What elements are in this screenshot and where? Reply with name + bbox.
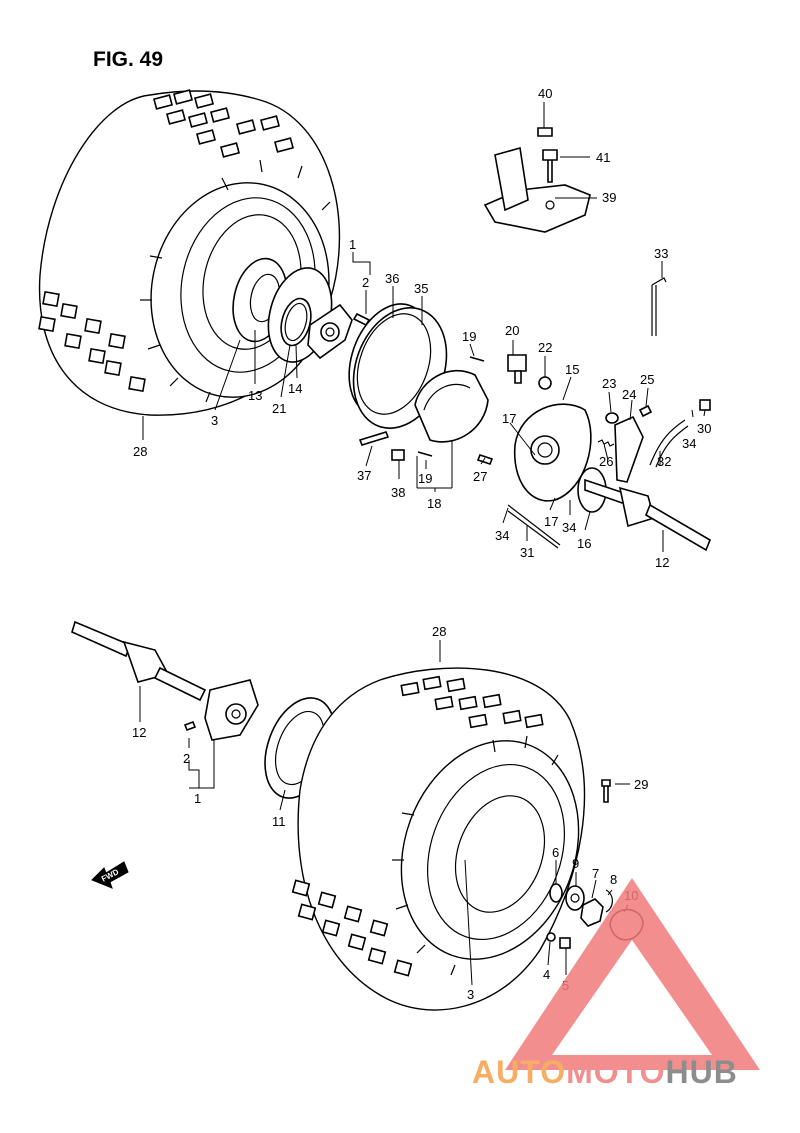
callout-30: 30 bbox=[697, 421, 711, 436]
callout-labels: 40 41 39 33 1 2 36 35 19 20 22 15 23 25 … bbox=[132, 86, 711, 1002]
bolt-27 bbox=[476, 454, 494, 465]
callout-28-top: 28 bbox=[133, 444, 147, 459]
spring-26 bbox=[597, 439, 615, 447]
callout-27: 27 bbox=[473, 469, 487, 484]
callout-37: 37 bbox=[357, 468, 371, 483]
callout-35: 35 bbox=[414, 281, 428, 296]
bolt-40 bbox=[537, 127, 553, 137]
brake-shoe-18 bbox=[414, 369, 489, 443]
bolt-2-bottom bbox=[183, 720, 197, 732]
tread-blocks-top bbox=[38, 89, 295, 393]
callout-1-top: 1 bbox=[349, 237, 356, 252]
cam-20 bbox=[507, 354, 527, 372]
callout-11: 11 bbox=[272, 814, 286, 829]
nut-7 bbox=[580, 898, 604, 927]
callout-22: 22 bbox=[538, 340, 552, 355]
callout-24: 24 bbox=[622, 387, 636, 402]
pin-19b bbox=[417, 451, 433, 457]
valve-29 bbox=[601, 779, 611, 803]
lever-24 bbox=[614, 415, 644, 483]
washer-6 bbox=[549, 883, 563, 903]
callout-7: 7 bbox=[592, 866, 599, 881]
washer-22 bbox=[538, 376, 552, 390]
callout-26: 26 bbox=[599, 454, 613, 469]
nut-38 bbox=[391, 449, 405, 461]
brake-parts-top bbox=[267, 127, 711, 552]
callout-34a: 34 bbox=[682, 436, 696, 451]
callout-21: 21 bbox=[272, 401, 286, 416]
bearing-9 bbox=[565, 885, 585, 911]
callout-33: 33 bbox=[654, 246, 668, 261]
callout-9: 9 bbox=[572, 856, 579, 871]
callout-15: 15 bbox=[565, 362, 579, 377]
callout-36: 36 bbox=[385, 271, 399, 286]
hub-flange-1 bbox=[307, 303, 353, 360]
bolt-37 bbox=[358, 431, 390, 446]
callout-38: 38 bbox=[391, 485, 405, 500]
callout-6: 6 bbox=[552, 845, 559, 860]
callout-2-bottom: 2 bbox=[183, 751, 190, 766]
watermark-hub: HUB bbox=[665, 1054, 737, 1090]
pin-8 bbox=[605, 889, 613, 913]
nut-5 bbox=[559, 937, 571, 949]
callout-39: 39 bbox=[602, 190, 616, 205]
bracket-39 bbox=[483, 146, 591, 233]
callout-12-top: 12 bbox=[655, 555, 669, 570]
svg-text:AUTOMOTOHUB: AUTOMOTOHUB bbox=[472, 1054, 738, 1090]
callout-1-bottom: 1 bbox=[194, 791, 201, 806]
callout-17b: 17 bbox=[544, 514, 558, 529]
callout-34b: 34 bbox=[562, 520, 576, 535]
watermark-logo: AUTOMOTOHUB bbox=[472, 878, 760, 1090]
bolt-41 bbox=[542, 149, 558, 183]
figure-title: FIG. 49 bbox=[93, 48, 163, 71]
callout-8: 8 bbox=[610, 872, 617, 887]
watermark-triangle-icon bbox=[505, 878, 760, 1070]
callout-4: 4 bbox=[543, 967, 550, 982]
callout-19b: 19 bbox=[418, 471, 432, 486]
callout-29: 29 bbox=[634, 777, 648, 792]
leader-lines bbox=[139, 102, 706, 986]
callout-34c: 34 bbox=[495, 528, 509, 543]
callout-28-bottom: 28 bbox=[432, 624, 446, 639]
callout-32: 32 bbox=[657, 454, 671, 469]
washer-23 bbox=[605, 412, 619, 424]
callout-23: 23 bbox=[602, 376, 616, 391]
callout-41: 41 bbox=[596, 150, 610, 165]
callout-18: 18 bbox=[427, 496, 441, 511]
axle-12-top bbox=[584, 478, 711, 552]
callout-2-top: 2 bbox=[362, 275, 369, 290]
rod-33 bbox=[651, 277, 667, 336]
watermark-auto: AUTO bbox=[472, 1054, 566, 1090]
bottom-wheel-assembly bbox=[71, 620, 644, 1011]
tread-lugs-top bbox=[140, 159, 331, 403]
callout-3-bottom: 3 bbox=[467, 987, 474, 1002]
washer-4 bbox=[546, 932, 556, 942]
tread-lugs-bottom bbox=[392, 735, 559, 976]
callout-31: 31 bbox=[520, 545, 534, 560]
callout-13: 13 bbox=[248, 388, 262, 403]
callout-16: 16 bbox=[577, 536, 591, 551]
callout-19a: 19 bbox=[462, 329, 476, 344]
callout-17a: 17 bbox=[502, 411, 516, 426]
pin-19a bbox=[469, 356, 485, 362]
top-wheel-assembly bbox=[38, 89, 341, 416]
rim-outer-bottom bbox=[400, 740, 580, 960]
callout-12-bottom: 12 bbox=[132, 725, 146, 740]
callout-14: 14 bbox=[288, 381, 302, 396]
callout-20: 20 bbox=[505, 323, 519, 338]
hub-flange-1-bottom bbox=[204, 679, 259, 741]
bolt-30 bbox=[699, 399, 711, 411]
rod-31 bbox=[507, 504, 561, 546]
fwd-arrow: FWD bbox=[91, 861, 129, 889]
callout-3-top: 3 bbox=[211, 413, 218, 428]
axle-12-bottom bbox=[71, 620, 207, 702]
callout-40: 40 bbox=[538, 86, 552, 101]
callout-25: 25 bbox=[640, 372, 654, 387]
watermark-moto: MOTO bbox=[566, 1054, 665, 1090]
tread-blocks-bottom bbox=[291, 675, 544, 977]
bolt-25 bbox=[638, 404, 653, 418]
hose-32 bbox=[649, 419, 686, 466]
